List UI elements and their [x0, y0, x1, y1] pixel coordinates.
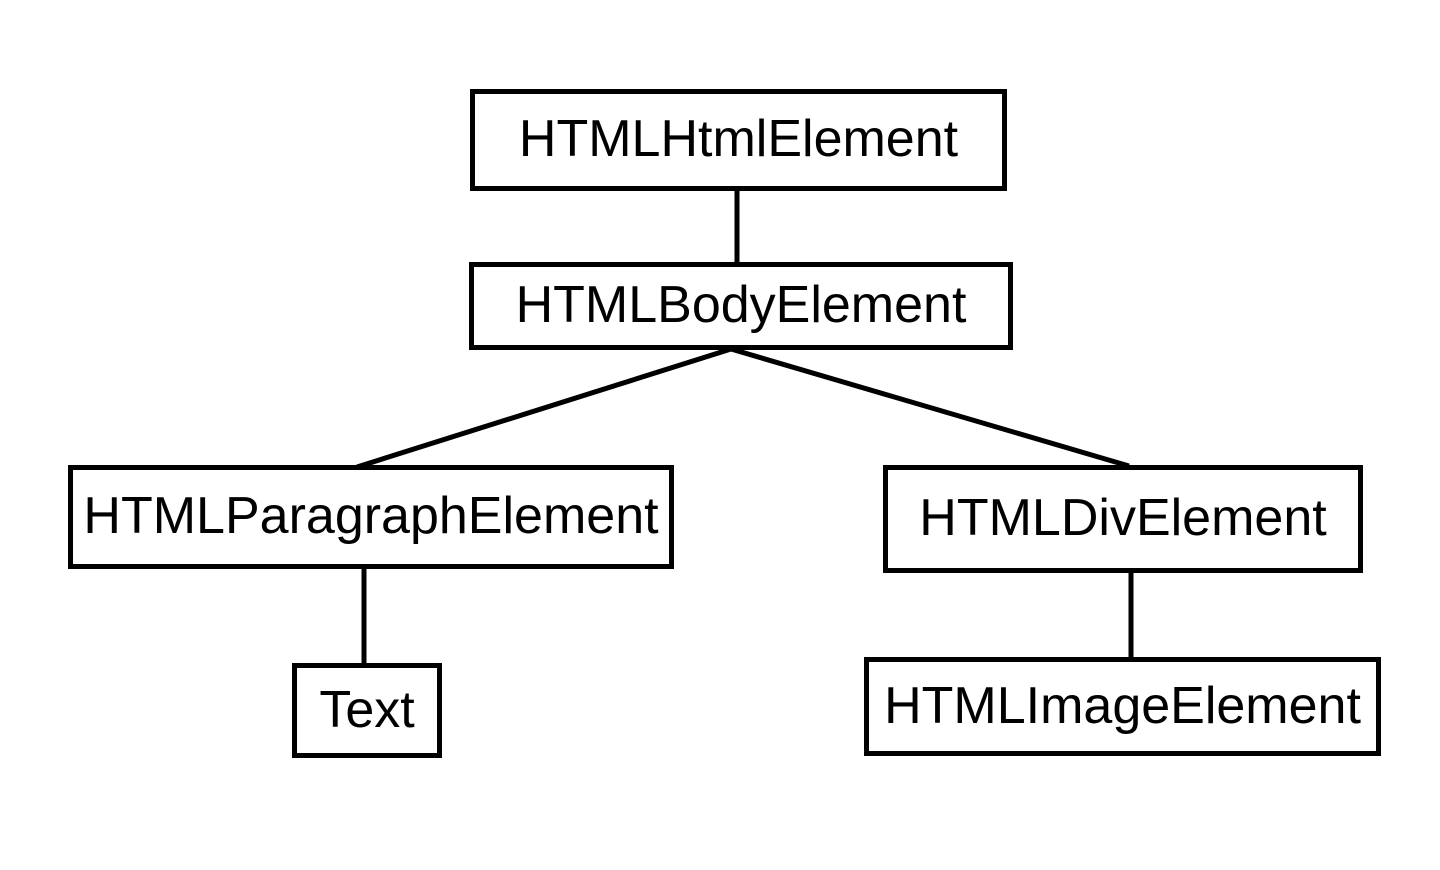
- node-text: Text: [292, 663, 442, 758]
- node-htmldivelement: HTMLDivElement: [883, 465, 1363, 573]
- node-htmlparagraphelement: HTMLParagraphElement: [68, 465, 674, 569]
- node-htmldivelement-label: HTMLDivElement: [919, 489, 1327, 547]
- edge-body-to-div: [730, 346, 1130, 469]
- edge-body-to-paragraph: [356, 346, 732, 470]
- node-htmlhtmlelement: HTMLHtmlElement: [470, 89, 1007, 191]
- node-htmlbodyelement-label: HTMLBodyElement: [515, 276, 967, 334]
- node-htmlimageelement-label: HTMLImageElement: [884, 676, 1361, 735]
- node-text-label: Text: [319, 680, 415, 739]
- node-htmlparagraphelement-label: HTMLParagraphElement: [83, 487, 659, 545]
- node-htmlimageelement: HTMLImageElement: [864, 657, 1381, 756]
- node-htmlhtmlelement-label: HTMLHtmlElement: [518, 110, 959, 168]
- node-htmlbodyelement: HTMLBodyElement: [469, 262, 1013, 350]
